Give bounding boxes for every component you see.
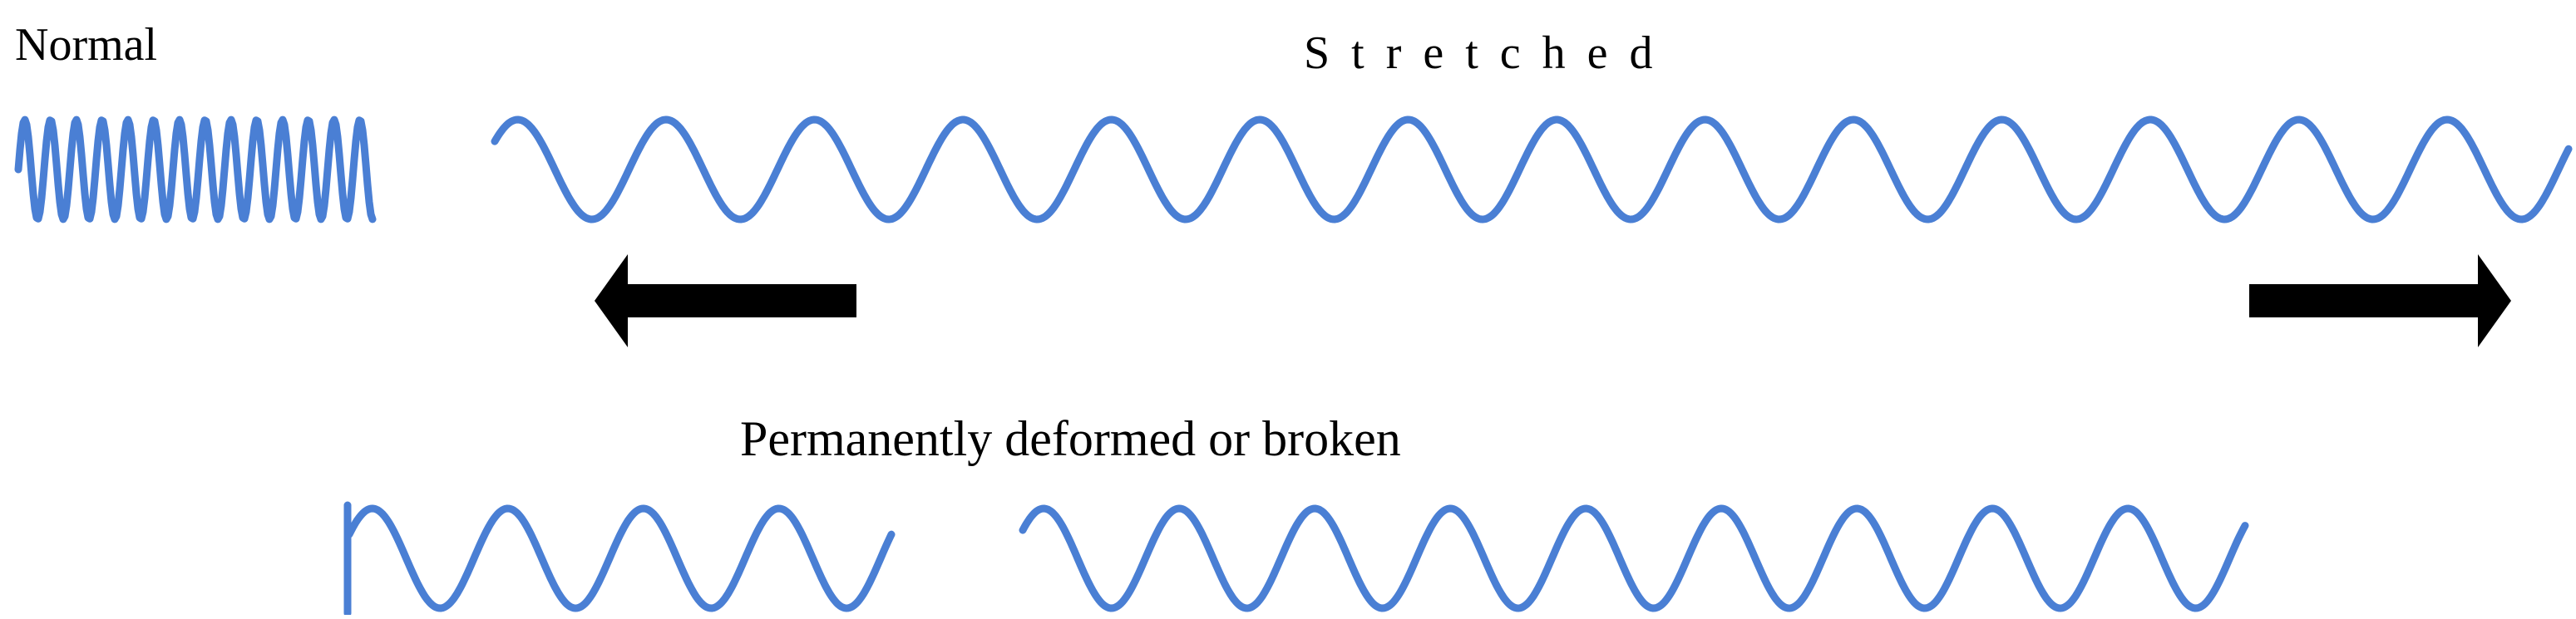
normal-spring — [18, 120, 373, 219]
left-pull-arrow — [595, 254, 856, 347]
right-pull-arrow — [2249, 254, 2511, 347]
stretched-label: Stretched — [1304, 30, 1674, 76]
normal-label: Normal — [15, 22, 157, 68]
broken-spring-piece-left — [349, 508, 891, 608]
stretched-spring — [495, 120, 2569, 219]
broken-spring-piece-right — [1023, 508, 2245, 608]
broken-label: Permanently deformed or broken — [740, 414, 1401, 464]
